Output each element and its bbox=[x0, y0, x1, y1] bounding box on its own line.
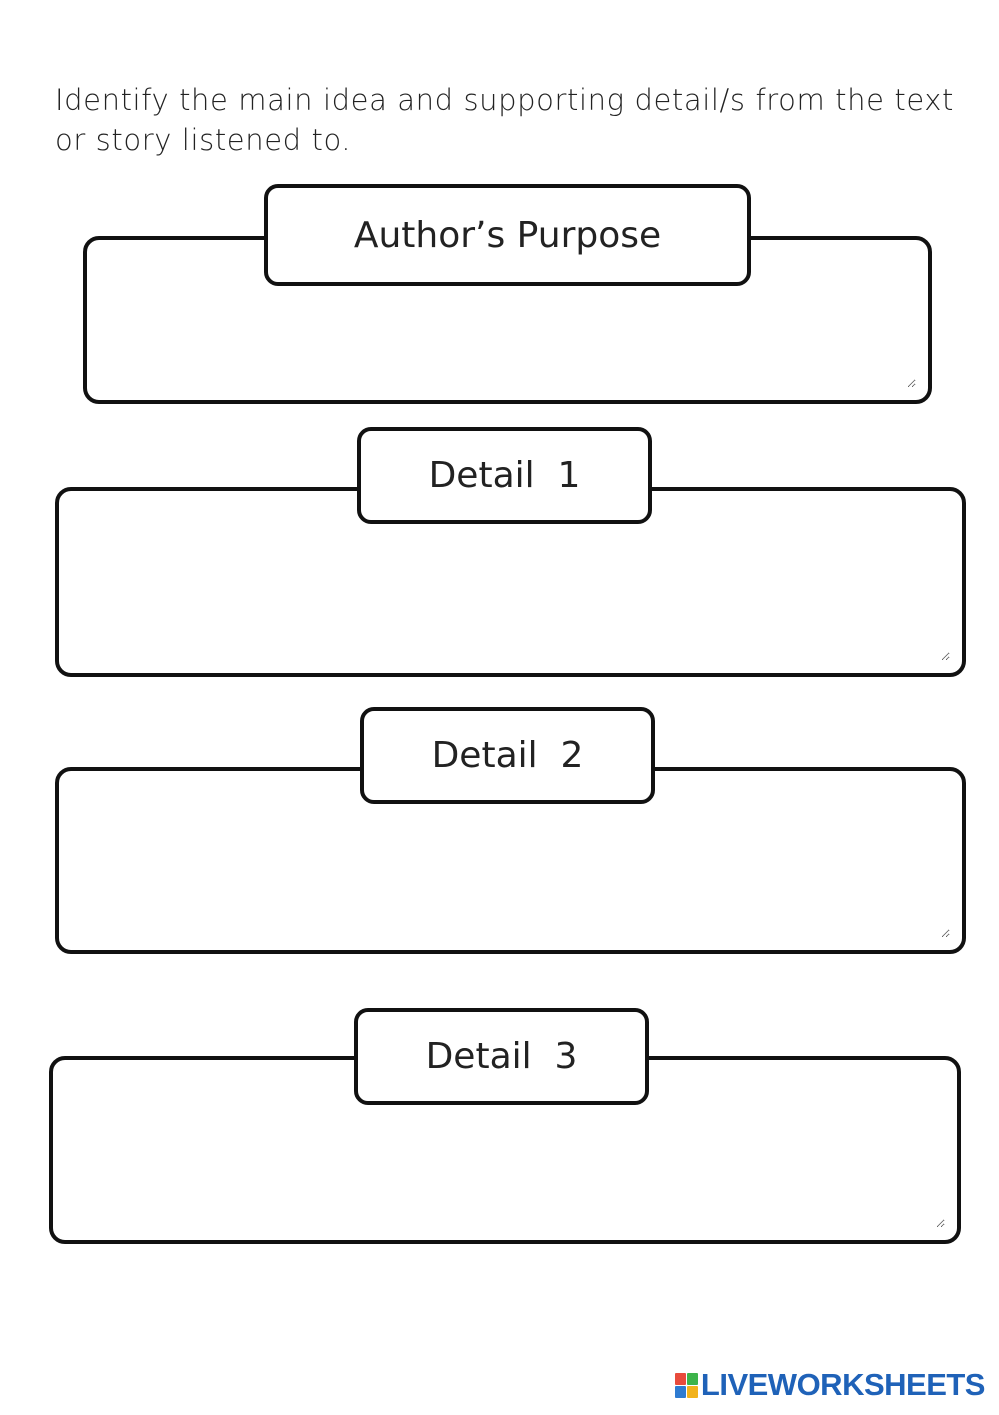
instructions-text: Identify the main idea and supporting de… bbox=[55, 83, 955, 157]
detail-2-answer-box[interactable] bbox=[55, 767, 966, 954]
authors-purpose-label: Author’s Purpose bbox=[264, 184, 751, 286]
detail-3-input[interactable] bbox=[65, 1100, 945, 1228]
logo-square-red bbox=[674, 1372, 686, 1385]
detail-1-label: Detail 1 bbox=[357, 427, 652, 524]
liveworksheets-wordmark: LIVEWORKSHEETS bbox=[700, 1367, 986, 1402]
logo-square-yellow bbox=[686, 1385, 698, 1398]
detail-2-input[interactable] bbox=[71, 811, 950, 938]
detail-1-input[interactable] bbox=[71, 531, 950, 661]
detail-3-label: Detail 3 bbox=[354, 1008, 649, 1105]
liveworksheets-logo-icon bbox=[674, 1372, 698, 1398]
detail-2-label: Detail 2 bbox=[360, 707, 655, 804]
logo-square-blue bbox=[674, 1385, 686, 1398]
liveworksheets-logo: LIVEWORKSHEETS bbox=[674, 1367, 986, 1403]
authors-purpose-input[interactable] bbox=[99, 280, 916, 388]
logo-square-green bbox=[686, 1372, 698, 1385]
